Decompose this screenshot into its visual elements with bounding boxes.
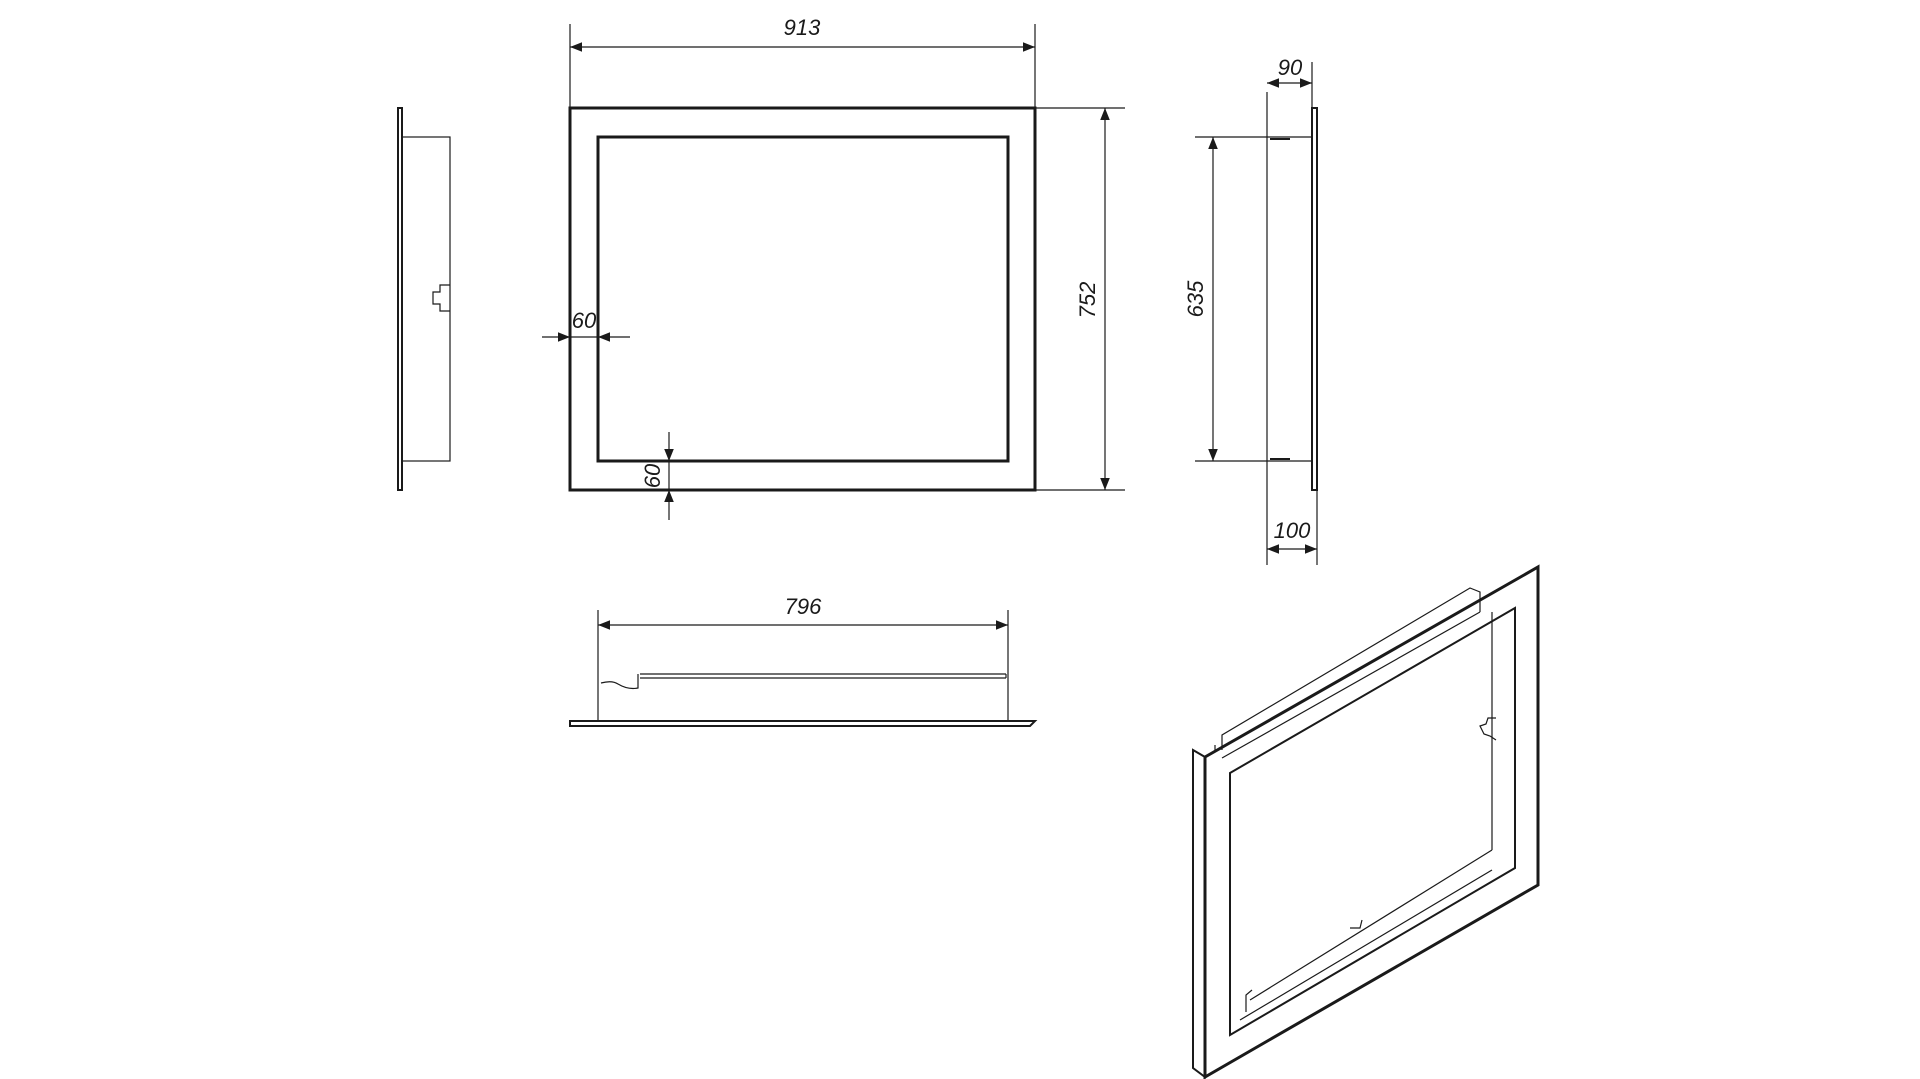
dim-796-label: 796 (785, 594, 822, 619)
iso-box-front-corner (1245, 989, 1253, 1012)
iso-box-top-lip (1221, 587, 1481, 750)
front-inner-opening (596, 135, 1010, 463)
isometric-view (1192, 564, 1540, 1079)
right-side-view: 90 635 100 (1183, 55, 1318, 565)
iso-box-bottom-notch (1350, 919, 1363, 929)
iso-box-top-edge (1221, 611, 1481, 759)
bottom-flange (569, 720, 1038, 727)
left-body (401, 136, 451, 462)
iso-side-bracket (1479, 717, 1497, 741)
bottom-bracket-curve (600, 674, 639, 690)
left-flange (397, 107, 403, 491)
dim-752-label: 752 (1075, 282, 1100, 319)
front-outer-frame (568, 106, 1037, 492)
front-view: 913 752 60 60 (542, 15, 1125, 520)
dim-100-label: 100 (1274, 518, 1311, 543)
left-side-view (397, 107, 451, 491)
right-flange (1311, 107, 1318, 491)
dim-913-label: 913 (784, 15, 821, 40)
iso-box-floor-line (1239, 869, 1493, 1021)
left-side-bracket (432, 284, 450, 312)
dim-90-label: 90 (1278, 55, 1303, 80)
iso-inner-opening (1229, 606, 1516, 1037)
iso-outer-frame (1203, 564, 1540, 1079)
dim-60-bottom-label: 60 (640, 463, 665, 488)
iso-flange-edge (1192, 748, 1206, 1079)
bottom-view: 796 (569, 594, 1038, 727)
iso-box-bottom-edge (1249, 849, 1493, 1001)
dim-60-side-label: 60 (572, 308, 597, 333)
dim-635-label: 635 (1183, 280, 1208, 317)
